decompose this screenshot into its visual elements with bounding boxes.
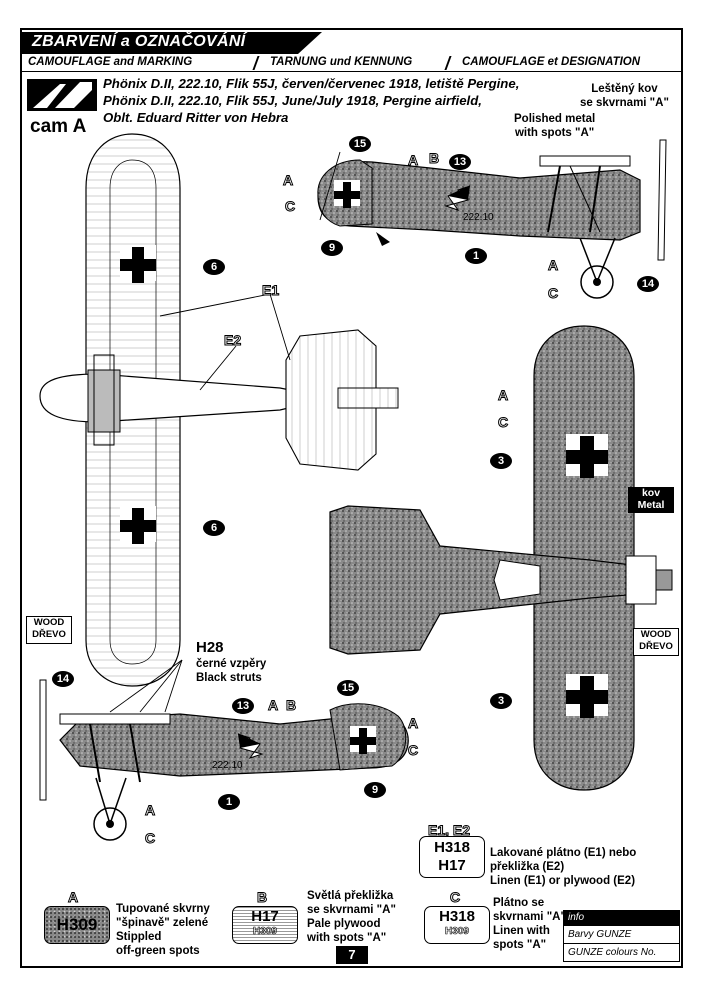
title-bar (22, 32, 322, 54)
legend-a-text: Tupované skvrny "špinavě" zelené Stipple… (116, 903, 210, 957)
subtitle-en: CAMOUFLAGE and MARKING (28, 56, 193, 68)
marker-14: 14 (637, 276, 659, 292)
marker-c: C (407, 742, 419, 759)
iron-cross-icon (120, 506, 156, 544)
subtitle-de: TARNUNG und KENNUNG (270, 56, 413, 68)
marker-c: C (144, 830, 156, 847)
marker-a: A (407, 152, 419, 169)
marker-a: A (497, 387, 509, 404)
marker-6: 6 (203, 520, 225, 536)
cam-logo-icon (27, 79, 97, 111)
marker-a: A (407, 715, 419, 732)
marker-c: C (547, 285, 559, 302)
info-row: GUNZE colours No. (564, 943, 679, 961)
struts-callout: H28 černé vzpěry Black struts (196, 639, 267, 684)
swatch-c: H318 H309 (424, 906, 490, 944)
legend-b-label: B (256, 889, 268, 906)
marker-e2: E2 (223, 332, 242, 349)
iron-cross-icon (120, 245, 156, 283)
leader-lines (159, 151, 373, 745)
swatch-e: H318 H17 (419, 836, 485, 878)
swatch-a: H309 (44, 906, 110, 944)
marker-14: 14 (52, 671, 74, 687)
marker-9: 9 (364, 782, 386, 798)
marker-e1: E1 (261, 282, 280, 299)
marker-13: 13 (449, 154, 471, 170)
subtitle-fr: CAMOUFLAGE et DESIGNATION (462, 56, 641, 68)
legend-e-text: Lakované plátno (E1) nebo překližka (E2)… (490, 847, 637, 887)
marker-1: 1 (218, 794, 240, 810)
polished-metal-callout: Leštěný kov se skvrnami "A" (580, 83, 669, 109)
star-emblem-icon (444, 185, 471, 211)
marker-15: 15 (337, 680, 359, 696)
legend-a-label: A (67, 889, 79, 906)
marker-a: A (547, 257, 559, 274)
serial-number: 222.10 (212, 760, 243, 771)
page-frame (20, 28, 683, 968)
iron-cross-icon (566, 674, 608, 718)
marker-b: B (428, 150, 440, 167)
marker-b: B (285, 697, 297, 714)
iron-cross-icon (350, 726, 376, 754)
marker-c: C (497, 414, 509, 431)
star-emblem-icon (237, 733, 264, 759)
subtitle-bar: CAMOUFLAGE and MARKING TARNUNG und KENNU… (22, 55, 682, 72)
legend-c-label: C (449, 889, 461, 906)
plan-view-underside (329, 325, 673, 791)
side-view-right: 222.10 (317, 139, 667, 299)
swatch-b: H17 H309 (232, 906, 298, 944)
iron-cross-icon (334, 180, 360, 208)
info-head: info (564, 911, 679, 925)
plan-view-left (39, 133, 399, 687)
side-view-left: 222.10 (39, 659, 409, 841)
wood-tag-right: WOOD DŘEVO (633, 628, 679, 656)
marker-c: C (284, 198, 296, 215)
marker-6: 6 (203, 259, 225, 275)
serial-number: 222.10 (463, 212, 494, 223)
page-title: ZBARVENÍ a OZNAČOVÁNÍ (32, 33, 246, 50)
marker-3: 3 (490, 453, 512, 469)
page-number: 7 (336, 946, 368, 964)
marker-13: 13 (232, 698, 254, 714)
marker-15: 15 (349, 136, 371, 152)
wood-tag-left: WOOD DŘEVO (26, 616, 72, 644)
marker-a: A (282, 172, 294, 189)
info-box: info Barvy GUNZE GUNZE colours No. (563, 910, 680, 962)
scheme-label: cam A (30, 116, 87, 137)
info-row: Barvy GUNZE (564, 925, 679, 943)
marker-a: A (267, 697, 279, 714)
metal-tag: kov Metal (628, 487, 674, 513)
marker-3: 3 (490, 693, 512, 709)
legend-b-text: Světlá překližka se skvrnami "A" Pale pl… (307, 890, 396, 944)
iron-cross-icon (566, 434, 608, 478)
polished-metal-callout-en: Polished metal with spots "A" (514, 113, 596, 139)
marker-9: 9 (321, 240, 343, 256)
aircraft-description: Phönix D.II, 222.10, Flik 55J, červen/če… (103, 76, 520, 125)
legend-e-label: E1, E2 (427, 822, 471, 839)
legend-c-text: Plátno se skvrnami "A" Linen with spots … (493, 897, 566, 951)
marker-a: A (144, 802, 156, 819)
marker-1: 1 (465, 248, 487, 264)
